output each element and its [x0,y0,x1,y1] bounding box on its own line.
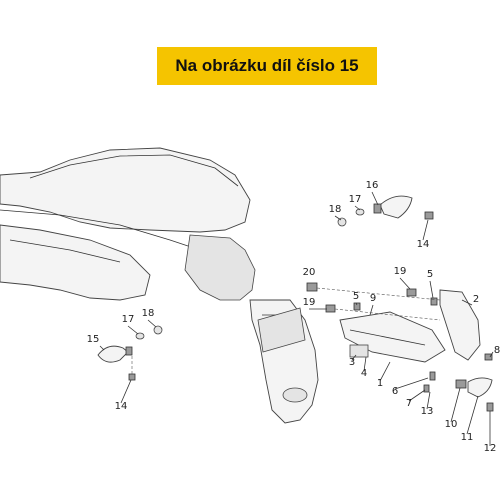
callout-4: 4 [361,368,367,379]
callout-12: 12 [484,443,497,454]
callout-20: 20 [303,267,316,278]
callout-2: 2 [473,294,479,305]
banner-text: Na obrázku díl číslo 15 [175,56,359,75]
rear-body-frame [0,147,256,301]
callout-11: 11 [461,432,474,443]
callout-6: 6 [392,386,398,397]
callout-18: 18 [142,308,155,319]
callout-14: 14 [115,401,128,412]
callout-17: 17 [122,314,135,325]
part-number-banner: Na obrázku díl číslo 15 [157,47,377,85]
callout-7: 7 [406,398,412,409]
upper-turn-signal [337,195,434,227]
callout-14: 14 [417,239,430,250]
callout-19: 19 [303,297,316,308]
callout-9: 9 [370,293,376,304]
callout-17: 17 [349,194,362,205]
callout-8: 8 [494,345,500,356]
callout-16: 16 [366,180,379,191]
callout-10: 10 [445,419,458,430]
callout-3: 3 [349,357,355,368]
leader-lines [99,191,494,446]
tail-light-assembly [306,282,494,412]
callout-5: 5 [353,291,359,302]
callout-13: 13 [421,406,434,417]
left-turn-signal [97,325,163,381]
license-plate-holder [257,307,306,353]
callout-19: 19 [394,266,407,277]
callout-1: 1 [377,378,383,389]
callout-5: 5 [427,269,433,280]
callout-15: 15 [87,334,100,345]
callout-18: 18 [329,204,342,215]
